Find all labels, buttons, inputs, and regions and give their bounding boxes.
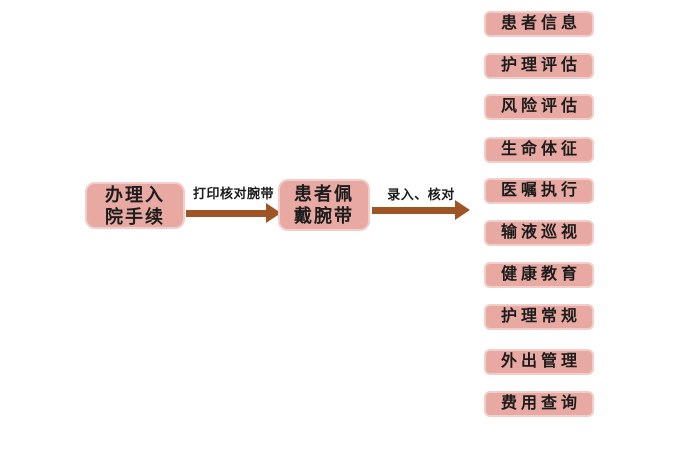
module-medical-order-execution: 医嘱执行 (484, 178, 594, 204)
node-admission-procedure: 办理入 院手续 (85, 182, 185, 229)
arrow-wristband-to-modules (372, 200, 470, 221)
module-infusion-inspection: 输液巡视 (484, 220, 594, 246)
arrow-label-print-verify-wristband: 打印核对腕带 (192, 186, 274, 201)
node-patient-wears-wristband: 患者佩 戴腕带 (278, 179, 370, 231)
module-nursing-routine: 护理常规 (484, 304, 594, 330)
arrow-admission-to-wristband (186, 203, 281, 224)
arrow-shaft (372, 207, 456, 214)
module-fee-inquiry: 费用查询 (484, 391, 594, 417)
arrow-label-entry-verify: 录入、核对 (387, 187, 455, 202)
module-outing-management: 外出管理 (484, 349, 594, 375)
arrowhead-right-icon (455, 200, 470, 220)
arrow-shaft (186, 210, 267, 217)
module-vital-signs: 生命体征 (484, 137, 594, 163)
module-health-education: 健康教育 (484, 262, 594, 288)
module-nursing-assessment: 护理评估 (484, 53, 594, 79)
module-risk-assessment: 风险评估 (484, 94, 594, 120)
module-patient-info: 患者信息 (484, 11, 594, 37)
arrowhead-right-icon (266, 203, 281, 223)
